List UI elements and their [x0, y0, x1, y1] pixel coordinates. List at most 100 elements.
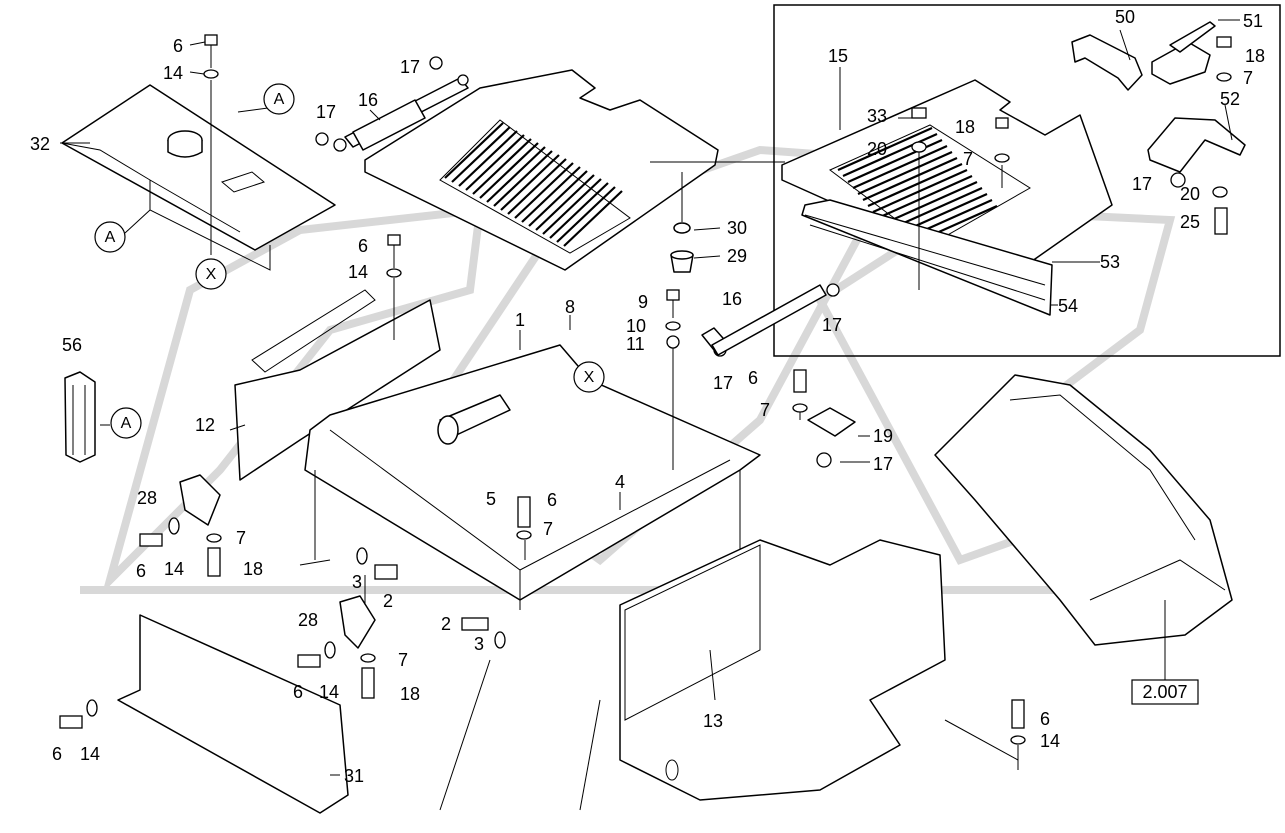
part-label: 6: [136, 561, 146, 581]
part-label: 14: [319, 682, 339, 702]
grill-slat: [507, 158, 567, 215]
grill-slat: [444, 122, 504, 179]
callout-A-1: A: [263, 83, 295, 115]
grill-slat: [549, 182, 609, 239]
callout-A-3: A: [110, 407, 142, 439]
part-label: 18: [243, 559, 263, 579]
latch-51: [1151, 21, 1216, 85]
part-label: 33: [867, 106, 887, 126]
part-label: 17: [316, 102, 336, 122]
part-label: 7: [398, 650, 408, 670]
part-label: 6: [547, 490, 557, 510]
panel-12-handle: [251, 289, 376, 373]
grill-slat: [837, 126, 933, 172]
part-label: 7: [963, 149, 973, 169]
grill-slat: [842, 132, 938, 178]
grill-slat: [857, 150, 953, 196]
part-label: 28: [137, 488, 157, 508]
main-frame: [304, 344, 761, 610]
cover-plate-32: [61, 84, 336, 271]
callout-X-1: X: [195, 258, 227, 290]
part-label: 7: [1243, 68, 1253, 88]
grill-slat: [542, 178, 602, 235]
grill-slat: [451, 126, 511, 183]
part-label: 4: [615, 472, 625, 492]
frame-outline-lower2: [579, 699, 601, 811]
svg-text:X: X: [206, 266, 217, 283]
reference-box: 2.007: [1131, 679, 1199, 705]
handle-50: [1071, 34, 1143, 91]
side-panel-12: [234, 299, 441, 481]
nut-17-top-right: [429, 56, 443, 70]
grill-slat: [514, 162, 574, 219]
grill-slat: [500, 154, 560, 211]
buffer-29: [670, 222, 694, 273]
part-label: 18: [955, 117, 975, 137]
detail-inset-frame: [773, 4, 1281, 357]
part-label: 28: [298, 610, 318, 630]
part-label: 14: [164, 559, 184, 579]
part-label: 16: [358, 90, 378, 110]
part-label: 17: [713, 373, 733, 393]
svg-text:A: A: [105, 229, 116, 246]
grill-slat: [465, 134, 525, 191]
callout-X-2: X: [573, 361, 605, 393]
profile-56: [64, 371, 96, 463]
part-label: 5: [486, 489, 496, 509]
svg-text:A: A: [274, 91, 285, 108]
side-shell-13: [619, 539, 946, 801]
bracket-28-lower: [339, 595, 376, 649]
grill-slat: [563, 190, 623, 247]
part-label: 6: [748, 368, 758, 388]
part-label: 13: [703, 711, 723, 731]
panel-31: [117, 614, 349, 814]
part-label: 8: [565, 297, 575, 317]
leader-lines: [60, 19, 1240, 776]
gas-strut-16-top: [333, 74, 469, 152]
part-label: 7: [543, 519, 553, 539]
part-label: 56: [62, 335, 82, 355]
reference-label: 2.007: [1142, 682, 1187, 702]
part-label: 11: [626, 334, 645, 354]
part-label: 17: [822, 315, 842, 335]
seat-cover: [934, 374, 1233, 646]
part-label: 10: [626, 316, 646, 336]
nut-17-top-left: [315, 132, 329, 146]
grill-slat: [521, 166, 581, 223]
part-label: 18: [400, 684, 420, 704]
part-label: 6: [52, 744, 62, 764]
grill-slat: [862, 156, 958, 202]
part-label: 7: [760, 400, 770, 420]
part-label: 16: [722, 289, 742, 309]
bracket-28-upper: [179, 474, 221, 526]
part-label: 30: [727, 218, 747, 238]
part-label: 17: [1132, 174, 1152, 194]
callout-A-2: A: [94, 221, 126, 253]
part-label: 6: [293, 682, 303, 702]
part-labels: 6 14 32 17 16 17 15 50 51 18 7 52 33 18 …: [30, 7, 1265, 786]
part-label: 1: [515, 310, 525, 330]
part-label: 32: [30, 134, 50, 154]
part-label: 29: [727, 246, 747, 266]
part-label: 15: [828, 46, 848, 66]
grill-slat: [877, 174, 973, 220]
grill-slat: [556, 186, 616, 243]
grill-slat: [486, 146, 546, 203]
fasteners: [59, 34, 1232, 745]
part-label: 54: [1058, 296, 1078, 316]
part-label: 17: [873, 454, 893, 474]
part-label: 20: [1180, 184, 1200, 204]
part-label: 3: [352, 572, 362, 592]
part-label: 17: [400, 57, 420, 77]
frame-outline-lower: [439, 659, 491, 811]
part-label: 6: [358, 236, 368, 256]
part-label: 2: [441, 614, 451, 634]
grill-slat: [867, 162, 963, 208]
grill-slat: [493, 150, 553, 207]
part-label: 2: [383, 591, 393, 611]
part-label: 6: [173, 36, 183, 56]
part-label: 7: [236, 528, 246, 548]
part-label: 14: [1040, 731, 1060, 751]
grill-slat: [528, 170, 588, 227]
